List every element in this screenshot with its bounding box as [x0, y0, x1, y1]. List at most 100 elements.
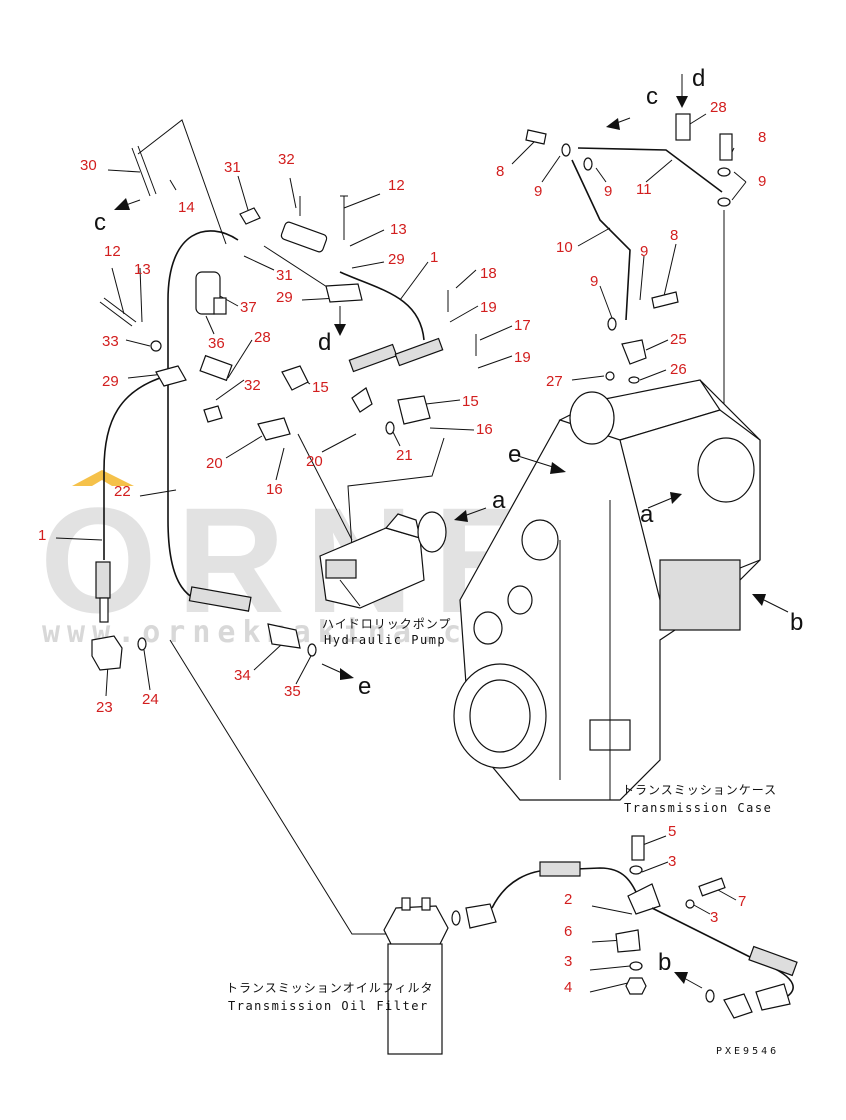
part-number: 37: [240, 299, 257, 316]
part-number: 31: [224, 159, 241, 176]
part-number: 20: [306, 453, 323, 470]
part-number: 27: [546, 373, 563, 390]
arrow-e-case: [550, 462, 566, 474]
clamp-2: [627, 883, 661, 915]
part-number: 29: [388, 251, 405, 268]
part-number: 33: [102, 333, 119, 350]
part-numbers: 30 14 31 32 12 13 29 1 31 29 37 12 13 33…: [38, 99, 766, 996]
part-number: 14: [178, 199, 195, 216]
letter-d-mid: d: [318, 329, 331, 356]
oil-filter-caption-en: Transmission Oil Filter: [228, 999, 429, 1013]
part-number: 1: [38, 527, 46, 544]
elbow-23: [91, 635, 123, 671]
part-number: 5: [668, 823, 676, 840]
part-number: 13: [134, 261, 151, 278]
letter-b-case: b: [790, 609, 803, 636]
elbow-bottom: [723, 993, 753, 1019]
hose-1-left: [103, 375, 167, 560]
arrow-e-bottom: [340, 668, 354, 680]
part-number: 16: [476, 421, 493, 438]
part-number: 12: [104, 243, 121, 260]
transmission-case-caption-en: Transmission Case: [624, 801, 772, 815]
part-number: 19: [514, 349, 531, 366]
arrow-c-top: [606, 118, 620, 130]
arrow-b-bottom: [674, 972, 688, 984]
part-number: 10: [556, 239, 573, 256]
hydraulic-pump: [319, 511, 447, 609]
bolt-31: [239, 207, 261, 225]
top-hose-assembly: [239, 195, 477, 441]
arrow-b-case: [752, 594, 766, 606]
fitting-15-right: [397, 395, 431, 425]
part-number: 6: [564, 923, 572, 940]
letter-c-top: c: [646, 83, 658, 110]
part-number: 29: [276, 289, 293, 306]
part-number: 32: [278, 151, 295, 168]
elbow-25: [621, 339, 647, 365]
part-number: 9: [758, 173, 766, 190]
part-number: 12: [388, 177, 405, 194]
part-number: 3: [564, 953, 572, 970]
connection-arrows: [114, 74, 789, 989]
spacer-28-top: [675, 113, 691, 141]
hose-22: [167, 230, 239, 605]
letter-b-bottom: b: [658, 949, 671, 976]
letter-e-case: e: [508, 441, 521, 468]
filter-top: [280, 221, 328, 253]
letter-a-pump: a: [492, 487, 506, 514]
part-number: 9: [640, 243, 648, 260]
adapter-bottom: [465, 903, 497, 929]
part-number: 24: [142, 691, 159, 708]
part-number: 25: [670, 331, 687, 348]
part-number: 1: [430, 249, 438, 266]
arrow-a-case: [670, 492, 682, 504]
bracket-29-left: [155, 365, 187, 387]
letter-a-case: a: [640, 501, 654, 528]
part-number: 28: [710, 99, 727, 116]
part-number: 2: [564, 891, 572, 908]
spacer-28-left: [199, 354, 233, 382]
letter-c-left: c: [94, 209, 106, 236]
bolt-8-top-left: [525, 129, 547, 145]
part-number: 4: [564, 979, 572, 996]
part-number: 16: [266, 481, 283, 498]
hose-1-top: [339, 271, 425, 341]
arrow-d-top: [676, 96, 688, 108]
part-number: 34: [234, 667, 251, 684]
part-number: 23: [96, 699, 113, 716]
arrow-a-pump: [454, 510, 468, 522]
part-number: 18: [480, 265, 497, 282]
bracket-6: [615, 929, 641, 953]
part-number: 32: [244, 377, 261, 394]
connection-lines: [137, 119, 725, 935]
part-number: 35: [284, 683, 301, 700]
watermark-accent-mark: [72, 470, 134, 486]
pipe-assembly-bottom: [451, 835, 798, 1019]
arrow-c-left: [114, 198, 130, 210]
part-number: 26: [670, 361, 687, 378]
letter-d-top: d: [692, 65, 705, 92]
part-number: 3: [668, 853, 676, 870]
arrow-d-mid: [334, 324, 346, 336]
fitting-20: [257, 417, 291, 441]
connection-letters: c d c d e a a b e b: [94, 65, 803, 976]
part-number: 19: [480, 299, 497, 316]
hydraulic-pump-caption-en: Hydraulic Pump: [324, 633, 446, 647]
transmission-case-caption-jp: トランスミッションケース: [622, 783, 777, 797]
part-number: 8: [758, 129, 766, 146]
part-number: 15: [312, 379, 329, 396]
part-number: 29: [102, 373, 119, 390]
part-number: 28: [254, 329, 271, 346]
pipe-assembly-top-right: [525, 113, 733, 384]
hose-fitting-left: [95, 561, 111, 599]
hydraulic-pump-caption-jp: ハイドロリックポンプ: [322, 617, 451, 631]
clamp-30: [131, 147, 151, 197]
part-number: 13: [390, 221, 407, 238]
left-hose-assembly: [91, 145, 317, 671]
bolt-head-left: [203, 405, 223, 423]
part-number: 8: [496, 163, 504, 180]
part-number: 9: [604, 183, 612, 200]
drawing-code: PXE9546: [716, 1046, 779, 1057]
pipe-11: [577, 147, 723, 193]
part-number: 9: [590, 273, 598, 290]
